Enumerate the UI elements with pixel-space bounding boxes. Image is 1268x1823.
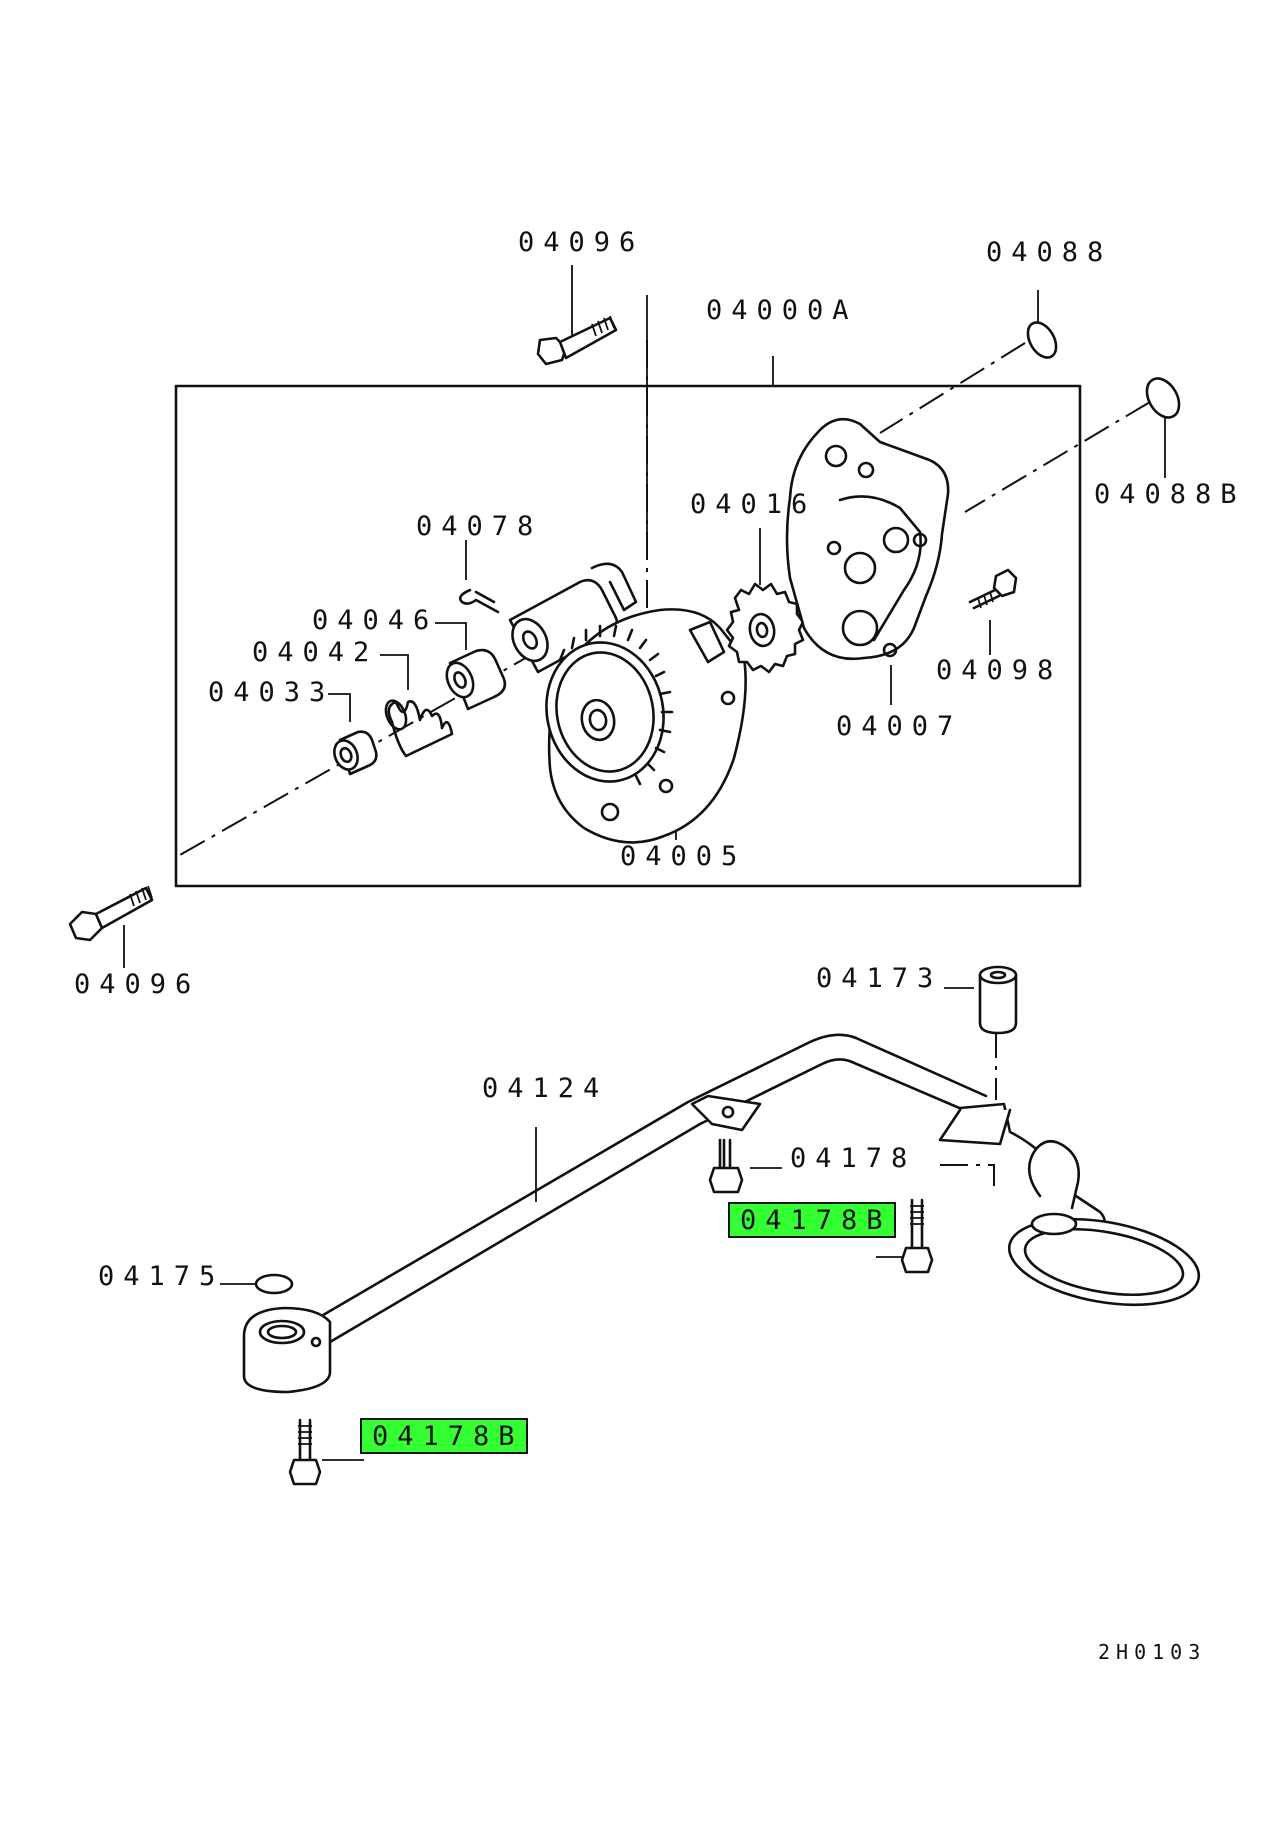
oring-04088b-icon [1145, 377, 1181, 419]
part-label-04124[interactable]: 04124 [482, 1073, 609, 1104]
part-label-04000a[interactable]: 04000A [706, 295, 858, 326]
diagram-code: 2H0103 [1098, 1640, 1207, 1664]
pump-body-04005-icon [545, 608, 747, 844]
oil-pipe-04124-icon [242, 1033, 1201, 1394]
bolt-04098-icon [968, 568, 1018, 610]
part-label-04005[interactable]: 04005 [620, 841, 747, 872]
part-label-04096-top[interactable]: 04096 [518, 227, 645, 258]
part-label-04096-bottom[interactable]: 04096 [74, 969, 201, 1000]
assembly-frame [174, 384, 1082, 888]
part-label-04042[interactable]: 04042 [252, 637, 379, 668]
bolt-04178b-right-icon [900, 1198, 934, 1274]
part-label-04078[interactable]: 04078 [416, 511, 543, 542]
valve-04033-icon [333, 730, 378, 776]
part-label-04173[interactable]: 04173 [816, 963, 943, 994]
bolt-04096-bottom-icon [68, 885, 154, 942]
collar-04046-icon [445, 648, 507, 711]
cover-04007-icon [785, 417, 950, 661]
part-label-04007[interactable]: 04007 [836, 711, 963, 742]
spring-04042-icon [384, 699, 454, 758]
collar-04173-icon [978, 965, 1018, 1035]
part-label-04178[interactable]: 04178 [790, 1143, 917, 1174]
bolt-04178b-left-icon [288, 1418, 322, 1486]
gear-04016-icon [725, 582, 805, 674]
part-label-04178b-left[interactable]: 04178B [360, 1418, 528, 1454]
part-label-04016[interactable]: 04016 [690, 489, 817, 520]
alignment-lines [179, 340, 1151, 1186]
pin-04078-icon [458, 588, 500, 614]
part-label-04098[interactable]: 04098 [936, 655, 1063, 686]
part-label-04088b[interactable]: 04088B [1094, 479, 1246, 510]
part-label-04175[interactable]: 04175 [98, 1261, 225, 1292]
bolt-04096-top-icon [536, 315, 618, 366]
part-label-04046[interactable]: 04046 [312, 605, 439, 636]
bolt-04178-icon [708, 1138, 744, 1194]
part-label-04088[interactable]: 04088 [986, 237, 1113, 268]
oring-04088-icon [1026, 321, 1058, 359]
oring-04175-icon [254, 1273, 294, 1295]
part-label-04178b-right[interactable]: 04178B [728, 1202, 896, 1238]
part-label-04033[interactable]: 04033 [208, 677, 335, 708]
